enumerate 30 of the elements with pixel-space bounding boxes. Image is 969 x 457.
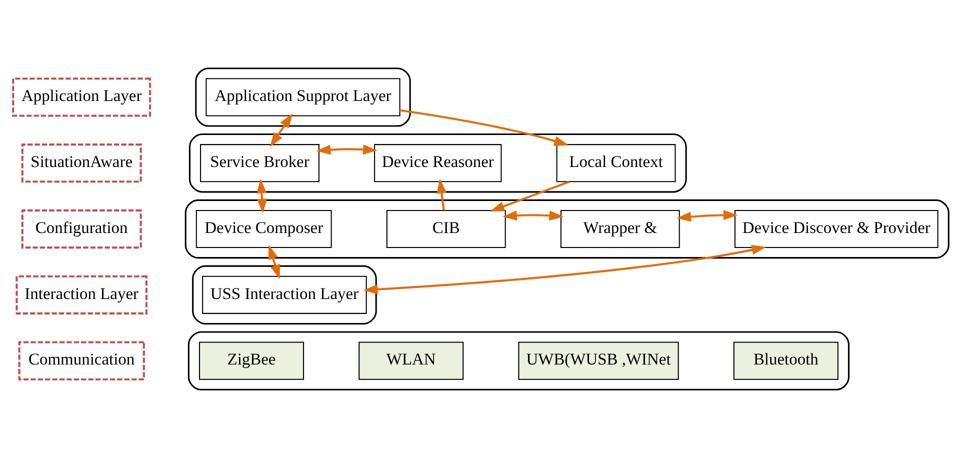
cluster xyxy=(194,67,410,126)
node-box: Interaction Layer xyxy=(15,274,147,314)
node-box: SituationAware xyxy=(20,143,142,182)
node-box: UWB(WUSB ,WINet xyxy=(518,341,678,380)
node-box: Bluetooth xyxy=(732,341,838,380)
node-box: Application Supprot Layer xyxy=(205,78,400,116)
arrow xyxy=(399,108,568,146)
arrow xyxy=(489,180,570,212)
arrow xyxy=(362,244,766,294)
node-box: Local Context xyxy=(556,144,676,182)
node-box: Device Discover & Provider xyxy=(734,209,938,248)
node-box: Configuration xyxy=(20,208,142,248)
arrow xyxy=(269,112,292,146)
node-box: ZigBee xyxy=(198,341,304,380)
node-box: WLAN xyxy=(358,341,464,380)
cluster xyxy=(187,330,850,390)
node-box: Application Layer xyxy=(12,77,151,116)
node-box: USS Interaction Layer xyxy=(202,275,366,314)
node-box: CIB xyxy=(386,209,506,248)
arrow xyxy=(676,210,738,222)
node-box: Wrapper & xyxy=(560,209,680,248)
node-box: Communication xyxy=(18,340,144,380)
arrow xyxy=(436,178,446,210)
node-box: Device Reasoner xyxy=(374,144,502,182)
node-box: Device Composer xyxy=(195,209,332,248)
arrow xyxy=(256,178,267,213)
arrow xyxy=(502,210,564,220)
arrow xyxy=(316,144,377,154)
arrow xyxy=(268,244,280,279)
node-box: Service Broker xyxy=(200,144,319,182)
